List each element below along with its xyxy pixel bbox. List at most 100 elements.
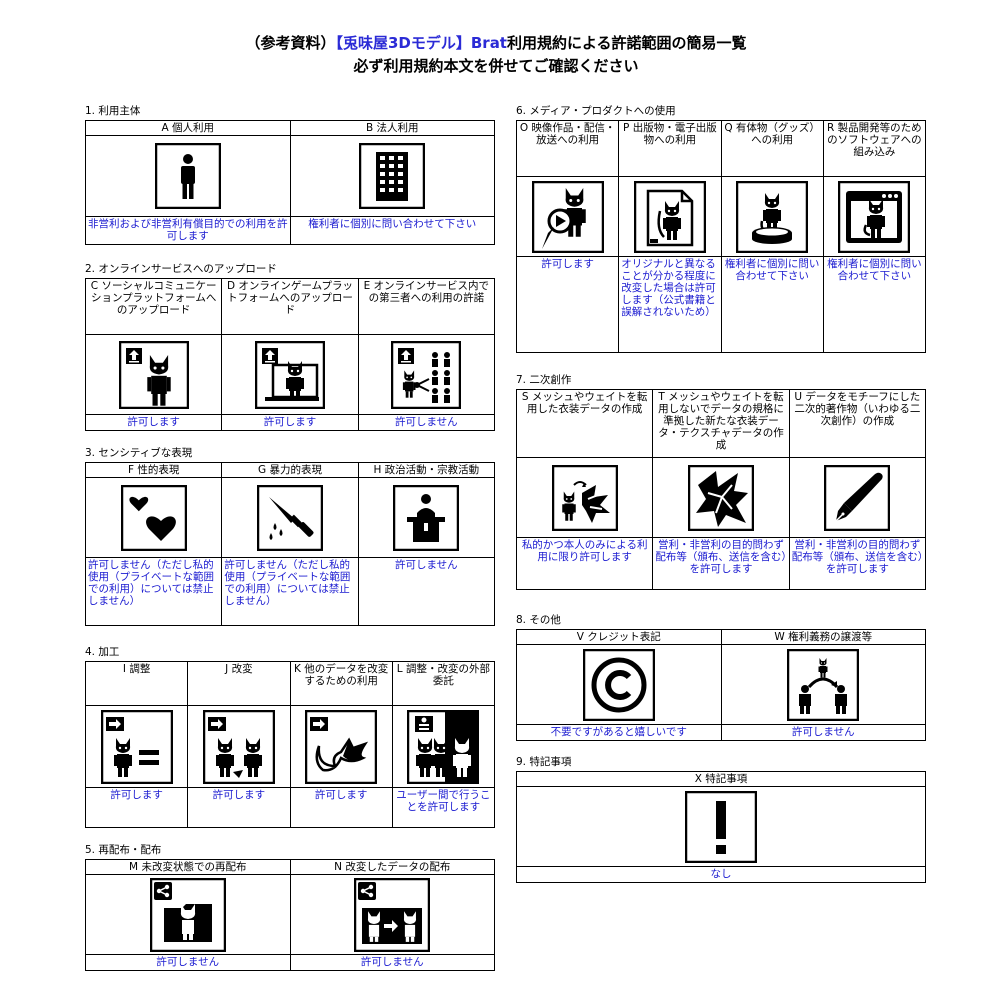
item-description: 許可しません bbox=[85, 954, 291, 971]
podium-icon bbox=[393, 484, 460, 551]
section-sensitive: 3. センシティブな表現 F 性的表現 G 暴力的表現 H 政治活動・宗教活動 bbox=[84, 446, 496, 626]
item-description: 許可します bbox=[84, 787, 189, 828]
item-label: D オンラインゲームプラットフォームへのアップロード bbox=[221, 278, 359, 335]
permission-table: A 個人利用 B 法人利用 bbox=[85, 120, 495, 245]
item-description: 私的かつ本人のみによる利用に限り許可します bbox=[515, 537, 654, 590]
item-description: なし bbox=[516, 866, 926, 883]
item-label: O 映像作品・配信・放送への利用 bbox=[515, 120, 620, 177]
icon-cell bbox=[357, 477, 496, 558]
item-label: K 他のデータを改変するための利用 bbox=[289, 661, 393, 706]
modify-icon bbox=[202, 709, 275, 784]
icon-cell bbox=[85, 874, 291, 955]
item-label: S メッシュやウェイトを転用した衣装データの作成 bbox=[515, 389, 654, 458]
item-label: M 未改変状態での再配布 bbox=[85, 859, 291, 875]
icon-cell bbox=[221, 334, 359, 415]
transfer-icon bbox=[787, 648, 860, 721]
item-label: N 改変したデータの配布 bbox=[289, 859, 495, 875]
item-description: 許可しません bbox=[357, 557, 496, 626]
permission-table: X 特記事項 なし bbox=[516, 771, 926, 883]
item-label: P 出版物・電子出版物への利用 bbox=[618, 120, 722, 177]
section-title: 1. 利用主体 bbox=[85, 105, 141, 117]
permission-table: S メッシュやウェイトを転用した衣装データの作成 T メッシュやウェイトを転用し… bbox=[515, 389, 927, 590]
section-title: 8. その他 bbox=[516, 614, 561, 626]
item-description: オリジナルと異なることが分かる程度に改変した場合は許可します（公式書籍と誤解され… bbox=[618, 256, 722, 353]
item-description: 許可しません（ただし私的使用（プライベートな範囲での利用）については禁止しません… bbox=[84, 557, 223, 626]
share-modified-icon bbox=[354, 877, 431, 952]
icon-cell bbox=[289, 705, 393, 788]
icon-cell bbox=[84, 705, 189, 788]
publication-icon bbox=[633, 180, 706, 253]
section-derivative-works: 7. 二次創作 S メッシュやウェイトを転用した衣装データの作成 T メッシュや… bbox=[515, 373, 927, 590]
costume-cat-icon bbox=[551, 464, 618, 531]
permission-table: I 調整 J 改変 K 他のデータを改変するための利用 L 調整・改変の外部委託 bbox=[84, 661, 496, 828]
item-label: F 性的表現 bbox=[84, 462, 223, 478]
item-label: B 法人利用 bbox=[289, 120, 495, 136]
video-icon bbox=[531, 180, 604, 253]
item-label: C ソーシャルコミュニケーションプラットフォームへのアップロード bbox=[84, 278, 223, 335]
icon-cell bbox=[822, 176, 927, 257]
icon-cell bbox=[515, 176, 620, 257]
item-label: H 政治活動・宗教活動 bbox=[357, 462, 496, 478]
icon-cell bbox=[515, 457, 654, 538]
icon-cell bbox=[391, 705, 496, 788]
item-label: R 製品開発等のためのソフトウェアへの組み込み bbox=[822, 120, 927, 177]
item-description: 許可しません bbox=[289, 954, 495, 971]
icon-cell bbox=[289, 135, 495, 217]
cloth-icon bbox=[687, 464, 754, 531]
item-label: L 調整・改変の外部委託 bbox=[391, 661, 496, 706]
item-label: U データをモチーフにした二次的著作物（いわゆる二次創作）の作成 bbox=[788, 389, 927, 458]
icon-cell bbox=[84, 477, 223, 558]
section-processing: 4. 加工 I 調整 J 改変 K 他のデータを改変するための利用 L 調整・改… bbox=[84, 645, 496, 828]
icon-cell bbox=[516, 644, 722, 725]
section-title: 9. 特記事項 bbox=[516, 756, 572, 768]
icon-cell bbox=[84, 334, 223, 415]
item-label: G 暴力的表現 bbox=[221, 462, 359, 478]
section-title: 6. メディア・プロダクトへの使用 bbox=[516, 105, 676, 117]
item-description: 許可しません bbox=[720, 724, 926, 741]
upload-game-icon bbox=[254, 340, 325, 409]
icon-cell bbox=[221, 477, 359, 558]
person-icon bbox=[154, 143, 221, 209]
title-brand: 【兎味屋3Dモデル】Brat bbox=[335, 34, 507, 52]
icon-cell bbox=[289, 874, 495, 955]
item-label: W 権利義務の譲渡等 bbox=[720, 629, 926, 645]
item-label: X 特記事項 bbox=[516, 771, 926, 787]
icon-cell bbox=[618, 176, 722, 257]
icon-cell bbox=[788, 457, 927, 538]
permission-table: F 性的表現 G 暴力的表現 H 政治活動・宗教活動 bbox=[84, 462, 496, 626]
section-special-notes: 9. 特記事項 X 特記事項 なし bbox=[516, 755, 926, 883]
icon-cell bbox=[85, 135, 291, 217]
title-suffix: 利用規約による許諾範囲の簡易一覧 bbox=[506, 34, 747, 52]
section-usage-subject: 1. 利用主体 A 個人利用 B 法人利用 bbox=[85, 104, 495, 245]
item-label: Q 有体物（グッズ）への利用 bbox=[720, 120, 824, 177]
permission-table: M 未改変状態での再配布 N 改変したデータの配布 bbox=[85, 859, 495, 971]
reuse-icon bbox=[305, 709, 378, 784]
page-subtitle: 必ず利用規約本文を併せてご確認ください bbox=[353, 57, 639, 75]
item-label: I 調整 bbox=[84, 661, 189, 706]
item-description: 許可します bbox=[221, 414, 359, 431]
item-description: 権利者に個別に問い合わせて下さい bbox=[720, 256, 824, 353]
adjust-icon bbox=[100, 709, 173, 784]
item-description: 許可します bbox=[515, 256, 620, 353]
item-label: V クレジット表記 bbox=[516, 629, 722, 645]
section-title: 3. センシティブな表現 bbox=[85, 447, 193, 459]
icon-cell bbox=[357, 334, 496, 415]
item-description: ユーザー間で行うことを許可します bbox=[391, 787, 496, 828]
knife-icon bbox=[256, 484, 323, 551]
section-other: 8. その他 V クレジット表記 W 権利義務の譲渡等 bbox=[516, 613, 926, 741]
building-icon bbox=[359, 143, 426, 209]
permission-table: O 映像作品・配信・放送への利用 P 出版物・電子出版物への利用 Q 有体物（グ… bbox=[515, 120, 927, 353]
section-title: 2. オンラインサービスへのアップロード bbox=[85, 263, 277, 275]
item-description: 不要ですがあると嬉しいです bbox=[516, 724, 722, 741]
section-media-products: 6. メディア・プロダクトへの使用 O 映像作品・配信・放送への利用 P 出版物… bbox=[515, 104, 927, 353]
item-description: 権利者に個別に問い合わせて下さい bbox=[822, 256, 927, 353]
icon-cell bbox=[187, 705, 291, 788]
section-title: 5. 再配布・配布 bbox=[85, 844, 162, 856]
item-label: A 個人利用 bbox=[85, 120, 291, 136]
item-description: 許可します bbox=[289, 787, 393, 828]
item-description: 許可します bbox=[84, 414, 223, 431]
item-label: E オンラインサービス内での第三者への利用の許諾 bbox=[357, 278, 496, 335]
icon-cell bbox=[720, 644, 926, 725]
share-folder-icon bbox=[149, 877, 226, 952]
title-prefix: （参考資料） bbox=[245, 34, 336, 52]
